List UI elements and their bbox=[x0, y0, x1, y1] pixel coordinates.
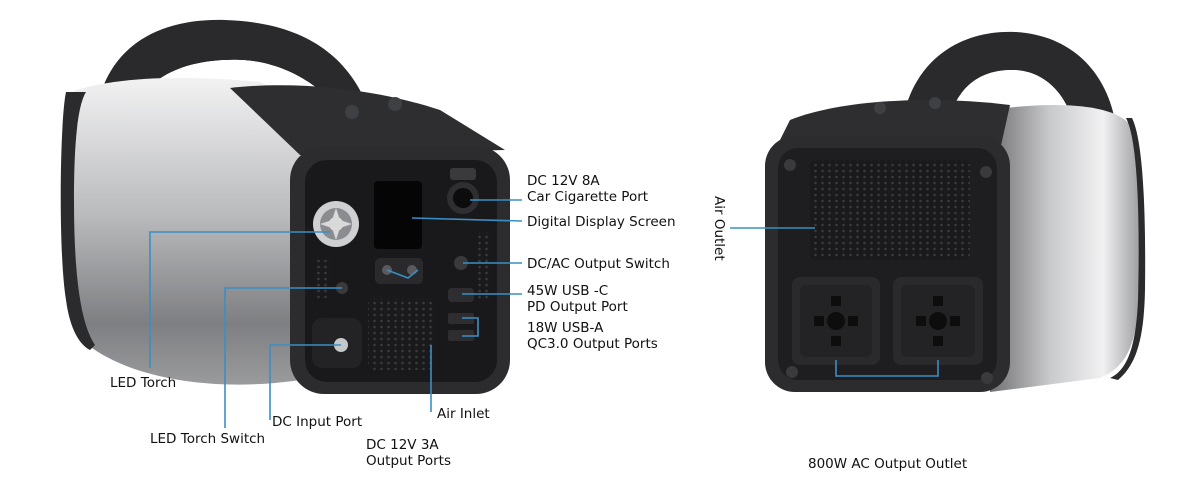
label-dc-input: DC Input Port bbox=[272, 414, 363, 430]
leader-dc-3a bbox=[386, 269, 419, 279]
leader-ac-outlet bbox=[835, 360, 939, 377]
ac-outlet-right-icon bbox=[893, 277, 983, 365]
right-device-rear-view bbox=[765, 31, 1146, 392]
car-cigarette-port-icon bbox=[447, 168, 479, 214]
leader-usb-a bbox=[462, 317, 479, 337]
right-metal-body bbox=[990, 105, 1141, 392]
right-carry-handle bbox=[905, 31, 1115, 130]
label-air-outlet: Air Outlet bbox=[711, 196, 727, 261]
air-inlet-grille-icon bbox=[368, 298, 434, 370]
led-torch-icon bbox=[313, 201, 359, 247]
label-usb-c: 45W USB -C PD Output Port bbox=[527, 283, 628, 315]
label-dc-3a: DC 12V 3A Output Ports bbox=[366, 437, 451, 469]
leader-lines bbox=[149, 199, 939, 428]
left-device-front-view bbox=[60, 19, 510, 394]
usb-a-ports-icon bbox=[448, 313, 474, 341]
digital-display-screen-icon bbox=[374, 181, 422, 249]
usb-c-port-icon bbox=[448, 288, 474, 302]
label-led-torch-switch: LED Torch Switch bbox=[150, 431, 266, 447]
label-dc-ac-switch: DC/AC Output Switch bbox=[527, 256, 670, 272]
label-dc-car-port: DC 12V 8A Car Cigarette Port bbox=[527, 173, 649, 205]
label-display: Digital Display Screen bbox=[527, 214, 676, 230]
label-ac-outlet: 800W AC Output Outlet bbox=[808, 456, 968, 472]
dc-input-port-icon bbox=[312, 318, 362, 368]
leader-led-torch-switch bbox=[224, 287, 342, 428]
label-air-inlet: Air Inlet bbox=[437, 406, 490, 422]
air-outlet-grille-icon bbox=[810, 160, 970, 260]
left-carry-handle bbox=[95, 19, 400, 150]
dc-ac-output-switch-icon bbox=[454, 256, 468, 270]
leader-display bbox=[411, 217, 523, 222]
label-usb-a: 18W USB-A QC3.0 Output Ports bbox=[527, 320, 658, 352]
dc-3a-output-ports-icon bbox=[375, 258, 423, 284]
label-led-torch: LED Torch bbox=[110, 375, 177, 391]
leader-led-torch bbox=[149, 231, 330, 368]
leader-dc-input bbox=[269, 344, 341, 420]
ac-outlet-left-icon bbox=[792, 277, 880, 365]
